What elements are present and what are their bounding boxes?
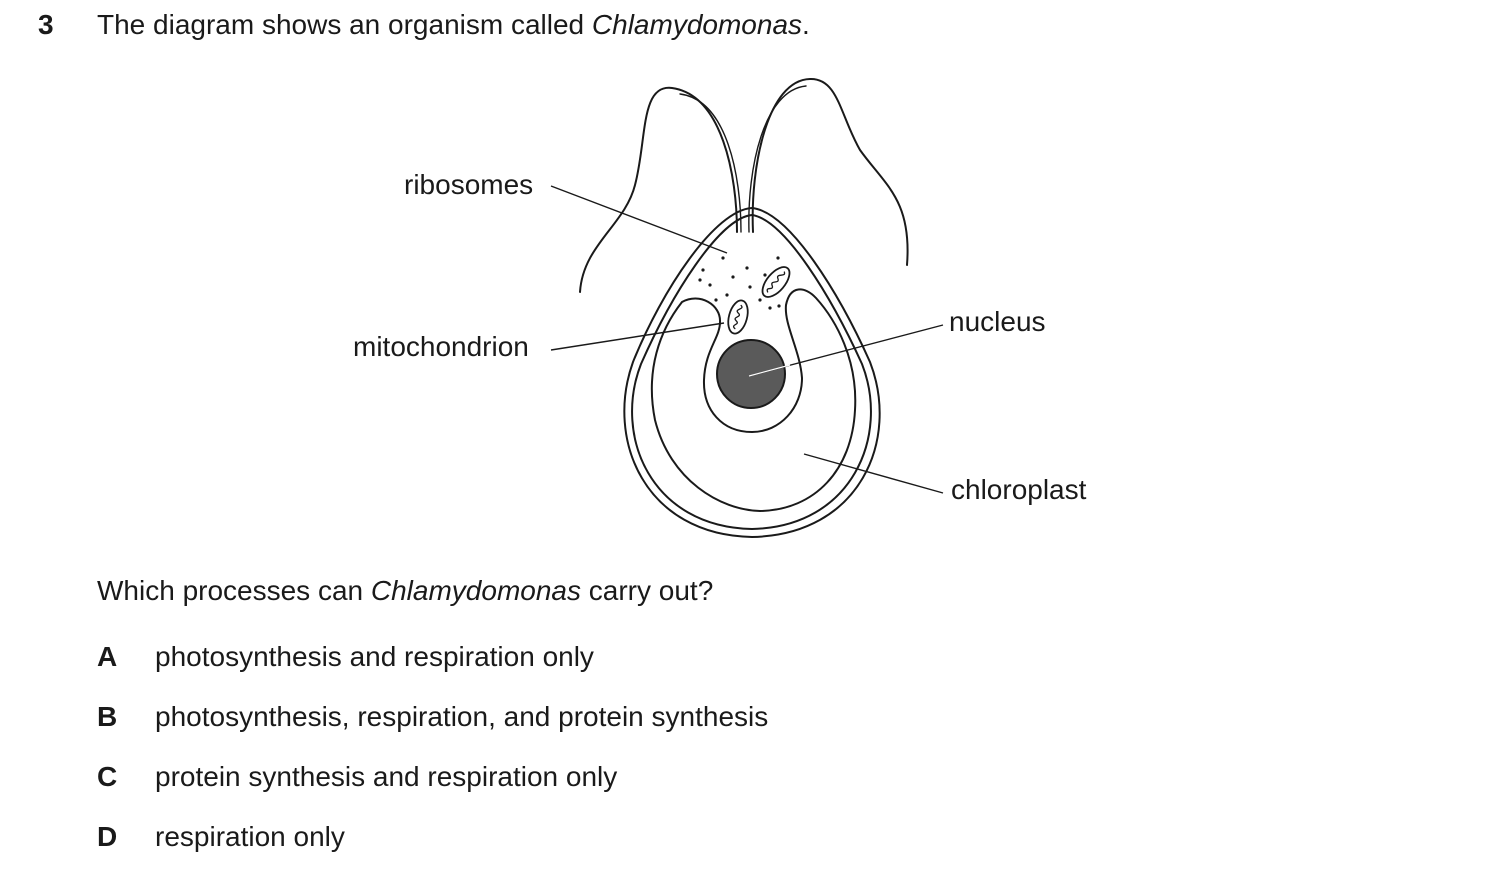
label-nucleus: nucleus <box>949 306 1046 337</box>
question-stem: The diagram shows an organism called Chl… <box>97 8 810 42</box>
chloroplast-leader-line <box>803 453 944 494</box>
ribosome-dots <box>698 256 781 310</box>
label-chloroplast: chloroplast <box>951 474 1087 505</box>
label-ribosomes: ribosomes <box>404 169 534 200</box>
question-number: 3 <box>38 9 54 40</box>
option-text: protein synthesis and respiration only <box>155 761 618 792</box>
flagellum-right <box>751 77 909 266</box>
option-text: photosynthesis and respiration only <box>155 641 594 672</box>
prompt-text: Which processes can <box>97 575 371 606</box>
option-letter: D <box>97 821 118 852</box>
prompt-end: carry out? <box>581 575 714 606</box>
nucleus-shape <box>716 339 786 409</box>
mitochondrion-right <box>761 266 791 298</box>
mitochondrion-leader-line <box>550 322 725 351</box>
stem-organism-name: Chlamydomonas <box>591 9 803 40</box>
cell-wall <box>623 207 881 538</box>
stem-end: . <box>802 9 810 40</box>
question-prompt: Which processes can Chlamydomonas carry … <box>97 574 713 608</box>
mitochondrion-left <box>727 299 749 335</box>
label-mitochondrion: mitochondrion <box>353 331 529 362</box>
stem-text: The diagram shows an organism called <box>97 9 592 40</box>
option-text: respiration only <box>155 821 345 852</box>
option-text: photosynthesis, respiration, and protein… <box>155 701 769 732</box>
ribosomes-leader-line <box>550 185 728 254</box>
option-letter: C <box>97 761 118 792</box>
option-letter: A <box>97 641 118 672</box>
prompt-organism-name: Chlamydomonas <box>370 575 581 606</box>
option-letter: B <box>97 701 118 732</box>
chlamydomonas-diagram <box>550 77 944 538</box>
chloroplast-outline <box>650 288 857 512</box>
cell-membrane <box>631 214 872 530</box>
flagellum-left <box>579 86 738 293</box>
